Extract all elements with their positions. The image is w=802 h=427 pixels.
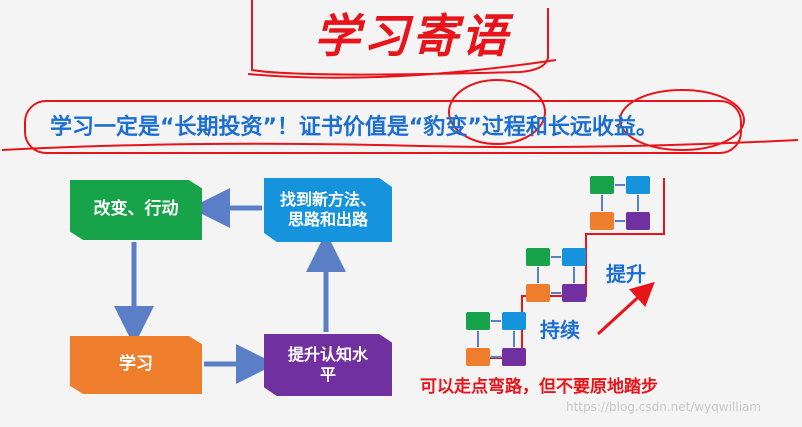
label-continue: 持续 bbox=[540, 318, 580, 342]
watermark: https://blog.csdn.net/wyqwilliam bbox=[566, 400, 762, 414]
mini-arrow bbox=[615, 220, 625, 222]
mini-diagram-3 bbox=[590, 176, 652, 232]
banner-underline bbox=[1, 139, 799, 151]
mini-box bbox=[502, 312, 526, 330]
mini-arrow bbox=[601, 195, 603, 211]
growth-arrow bbox=[596, 281, 655, 336]
mini-box bbox=[466, 348, 490, 366]
mini-arrow bbox=[573, 267, 575, 283]
circle-shouyi bbox=[619, 89, 745, 151]
mini-box bbox=[526, 284, 550, 302]
mini-arrow bbox=[477, 331, 479, 347]
mini-box bbox=[626, 212, 650, 230]
mini-arrow bbox=[551, 256, 561, 258]
mini-arrow bbox=[491, 356, 501, 358]
mini-diagram-2 bbox=[526, 248, 588, 304]
box-find-new-method: 找到新方法、思路和出路 bbox=[264, 178, 392, 242]
label-improve: 提升 bbox=[606, 262, 646, 286]
mini-box bbox=[590, 212, 614, 230]
mini-box bbox=[590, 176, 614, 194]
circle-baobian bbox=[448, 79, 546, 145]
mini-box bbox=[626, 176, 650, 194]
mini-arrow bbox=[615, 184, 625, 186]
title-scribble bbox=[247, 0, 557, 79]
mini-box bbox=[562, 284, 586, 302]
mini-arrow bbox=[551, 292, 561, 294]
box-change-label: 改变、行动 bbox=[93, 199, 179, 220]
mini-box bbox=[502, 348, 526, 366]
box-improve-label: 提升认知水平 bbox=[287, 345, 368, 384]
mini-arrow bbox=[637, 195, 639, 211]
mini-arrow bbox=[537, 267, 539, 283]
box-improve-cognition: 提升认知水平 bbox=[264, 334, 392, 396]
box-study-label: 学习 bbox=[119, 354, 153, 375]
mini-box bbox=[466, 312, 490, 330]
page-title: 学习寄语 bbox=[314, 9, 510, 63]
mini-diagram-1 bbox=[466, 312, 528, 368]
mini-box bbox=[562, 248, 586, 266]
banner-text: 学习一定是“长期投资”！证书价值是“豹变”过程和长远收益。 bbox=[50, 115, 658, 140]
box-change-action: 改变、行动 bbox=[70, 180, 202, 240]
box-find-label: 找到新方法、思路和出路 bbox=[279, 190, 376, 229]
mini-box bbox=[526, 248, 550, 266]
bottom-caption: 可以走点弯路，但不要原地踏步 bbox=[420, 377, 658, 397]
mini-arrow bbox=[513, 331, 515, 347]
banner-frame bbox=[24, 100, 742, 154]
box-study: 学习 bbox=[70, 336, 202, 394]
mini-arrow bbox=[491, 320, 501, 322]
